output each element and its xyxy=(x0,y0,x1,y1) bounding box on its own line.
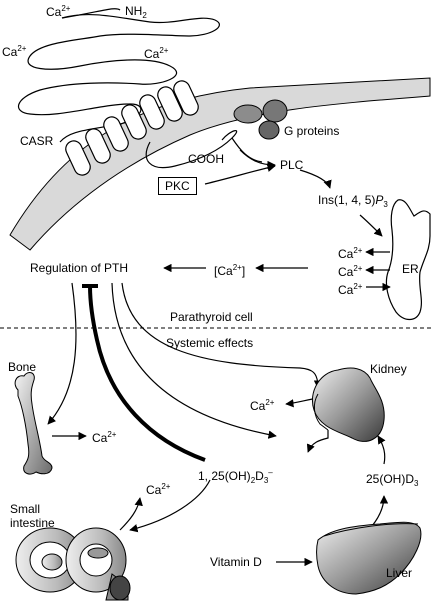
small-intestine-shape xyxy=(15,527,131,601)
ca-intestine-label: Ca2+ xyxy=(146,482,171,497)
arrow-ins-to-er xyxy=(359,214,383,237)
bone-shape xyxy=(14,372,53,475)
cooh-label: COOH xyxy=(188,152,224,166)
er-shape xyxy=(385,199,431,321)
liver-shape xyxy=(316,521,422,595)
kidney-shape xyxy=(312,367,385,442)
ca-label-right: Ca2+ xyxy=(144,46,169,61)
casr-transmembrane-helices xyxy=(65,80,199,176)
ca-bone-label: Ca2+ xyxy=(92,430,117,445)
ca-kidney-label: Ca2+ xyxy=(250,398,275,413)
small-label: Small xyxy=(10,502,41,516)
casr-extracellular-domain xyxy=(18,13,220,143)
systemic-effects-label: Systemic effects xyxy=(166,336,254,350)
pkc-box: PKC xyxy=(158,177,197,195)
ca-er-label-2: Ca2+ xyxy=(338,264,363,279)
parathyroid-cell-label: Parathyroid cell xyxy=(170,310,253,324)
vitamin-d-label: Vitamin D xyxy=(210,555,262,569)
ca-intracellular-label: [Ca2+] xyxy=(214,263,246,278)
ca-er-label-1: Ca2+ xyxy=(338,246,363,261)
ins-p3-label: Ins(1, 4, 5)P3 xyxy=(318,193,388,209)
nh2-label: NH2 xyxy=(125,4,147,20)
regulation-pth-label: Regulation of PTH xyxy=(30,261,129,275)
kidney-label: Kidney xyxy=(370,362,407,376)
casr-label: CASR xyxy=(20,134,54,148)
calcitriol-label: 1, 25(OH)2D3– xyxy=(198,468,273,485)
ca-label-top: Ca2+ xyxy=(46,4,71,19)
arrow-gprotein-to-plc xyxy=(239,149,276,170)
casr-intracellular-tail xyxy=(145,130,238,169)
g-proteins-label: G proteins xyxy=(284,124,340,138)
ca-label-left: Ca2+ xyxy=(2,44,27,59)
intestine-label: intestine xyxy=(10,516,55,530)
er-label: ER xyxy=(402,262,419,276)
g-proteins-shape xyxy=(233,99,288,140)
arrow-plc-to-ins xyxy=(299,169,332,189)
liver-label: Liver xyxy=(386,566,413,580)
arrow-pkc-to-plc xyxy=(204,163,276,185)
bone-label: Bone xyxy=(8,360,37,374)
ca-er-label-3: Ca2+ xyxy=(338,282,363,297)
plc-label: PLC xyxy=(280,158,304,172)
calcidiol-label: 25(OH)D3 xyxy=(366,472,419,488)
